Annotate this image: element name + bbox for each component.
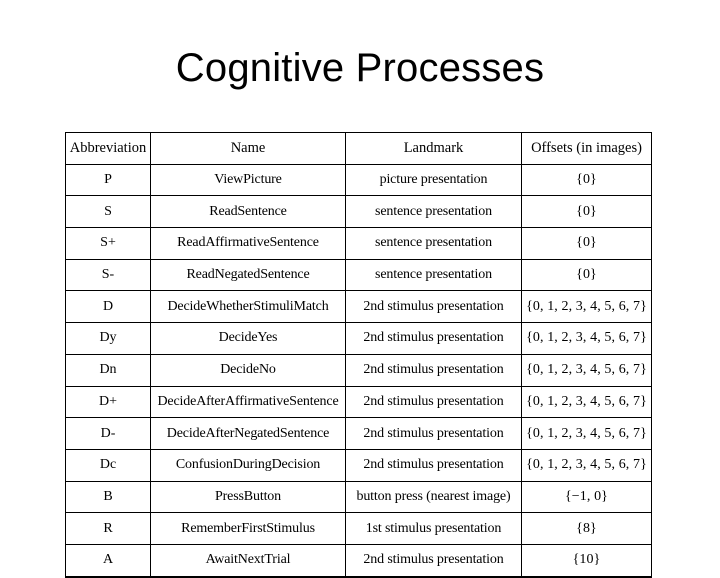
cell-landmark: picture presentation: [345, 163, 522, 197]
cell-offsets: {0, 1, 2, 3, 4, 5, 6, 7}: [521, 448, 652, 482]
cell-name: ConfusionDuringDecision: [150, 448, 346, 482]
table-container: Abbreviation Name Landmark Offsets (in i…: [65, 132, 652, 578]
cell-name: DecideAfterNegatedSentence: [150, 417, 346, 450]
slide-canvas: Cognitive Processes Abbreviation Name La…: [65, 46, 652, 578]
cell-offsets: {0, 1, 2, 3, 4, 5, 6, 7}: [521, 322, 652, 355]
cell-abbreviation: S+: [65, 227, 151, 260]
cell-offsets: {0, 1, 2, 3, 4, 5, 6, 7}: [521, 353, 652, 387]
column-header-offsets: Offsets (in images): [521, 132, 652, 165]
cell-landmark: 2nd stimulus presentation: [345, 353, 522, 387]
cell-offsets: {0, 1, 2, 3, 4, 5, 6, 7}: [521, 290, 652, 324]
cell-offsets: {−1, 0}: [521, 480, 652, 514]
cell-offsets: {0}: [521, 258, 652, 292]
cell-abbreviation: D-: [65, 417, 151, 450]
cell-landmark: sentence presentation: [345, 258, 522, 292]
cell-landmark: button press (nearest image): [345, 480, 522, 514]
cell-offsets: {0}: [521, 227, 652, 260]
cell-offsets: {10}: [521, 543, 652, 578]
cell-name: ReadSentence: [150, 195, 346, 229]
cell-landmark: 2nd stimulus presentation: [345, 322, 522, 355]
cell-name: AwaitNextTrial: [150, 543, 346, 578]
cell-abbreviation: P: [65, 163, 151, 197]
cell-name: DecideWhetherStimuliMatch: [150, 290, 346, 324]
cell-offsets: {0}: [521, 163, 652, 197]
cell-name: DecideAfterAffirmativeSentence: [150, 385, 346, 419]
cell-landmark: sentence presentation: [345, 195, 522, 229]
cell-abbreviation: Dy: [65, 322, 151, 355]
cell-abbreviation: A: [65, 543, 151, 578]
cell-name: DecideNo: [150, 353, 346, 387]
page-title: Cognitive Processes: [175, 46, 545, 90]
table-header: Abbreviation Name Landmark Offsets (in i…: [65, 132, 652, 165]
cell-name: ReadNegatedSentence: [150, 258, 346, 292]
cell-name: ViewPicture: [150, 163, 346, 197]
cell-landmark: 2nd stimulus presentation: [345, 385, 522, 419]
cell-abbreviation: D+: [65, 385, 151, 419]
cell-landmark: 2nd stimulus presentation: [345, 290, 522, 324]
cell-offsets: {0}: [521, 195, 652, 229]
cell-offsets: {0, 1, 2, 3, 4, 5, 6, 7}: [521, 417, 652, 450]
cell-landmark: sentence presentation: [345, 227, 522, 260]
column-header-name: Name: [150, 132, 346, 165]
cell-abbreviation: B: [65, 480, 151, 514]
cognitive-processes-table: Abbreviation Name Landmark Offsets (in i…: [65, 132, 652, 578]
column-header-abbreviation: Abbreviation: [65, 132, 151, 165]
cell-name: PressButton: [150, 480, 346, 514]
cell-landmark: 2nd stimulus presentation: [345, 417, 522, 450]
cell-abbreviation: S-: [65, 258, 151, 292]
cell-offsets: {0, 1, 2, 3, 4, 5, 6, 7}: [521, 385, 652, 419]
cell-abbreviation: D: [65, 290, 151, 324]
cell-name: ReadAffirmativeSentence: [150, 227, 346, 260]
cell-name: DecideYes: [150, 322, 346, 355]
cell-landmark: 2nd stimulus presentation: [345, 448, 522, 482]
column-header-landmark: Landmark: [345, 132, 522, 165]
cell-abbreviation: Dc: [65, 448, 151, 482]
cell-abbreviation: Dn: [65, 353, 151, 387]
cell-abbreviation: S: [65, 195, 151, 229]
table-header-row: Abbreviation Name Landmark Offsets (in i…: [65, 132, 652, 165]
cell-landmark: 2nd stimulus presentation: [345, 543, 522, 578]
